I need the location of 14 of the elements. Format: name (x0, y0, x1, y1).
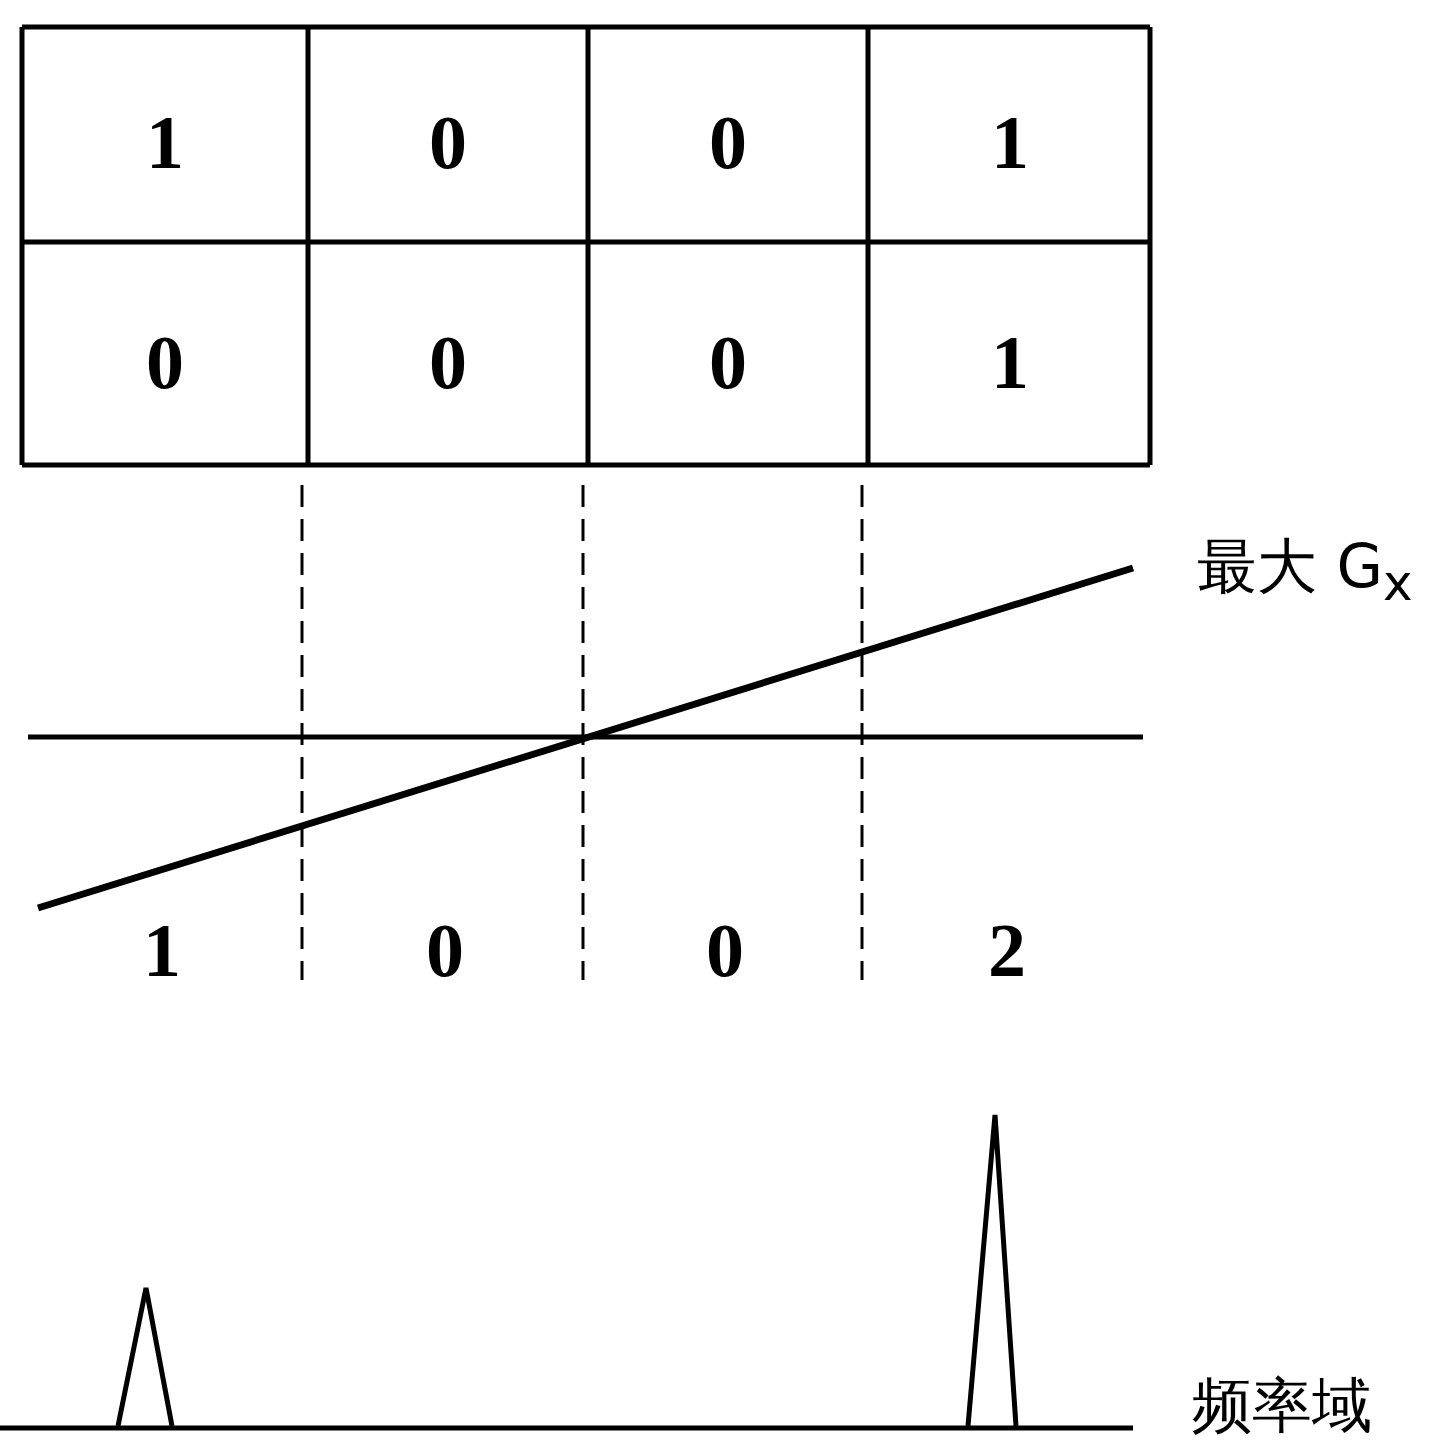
digit-value: 0 (429, 104, 467, 180)
digit-value: 1 (143, 912, 181, 988)
digit-value: 0 (429, 324, 467, 400)
digit-value: 0 (709, 324, 747, 400)
digit-value: 1 (991, 104, 1029, 180)
digit-value: 0 (709, 104, 747, 180)
max-gradient-label: 最大 G$_{x}$ (1197, 536, 1413, 608)
frequency-domain-label: 频率域 (1192, 1375, 1372, 1435)
digit-value: 0 (706, 912, 744, 988)
digit-value: 0 (426, 912, 464, 988)
digit-value: 1 (146, 104, 184, 180)
digit-value: 0 (146, 324, 184, 400)
digit-value: 1 (991, 324, 1029, 400)
digit-value: 2 (988, 912, 1026, 988)
